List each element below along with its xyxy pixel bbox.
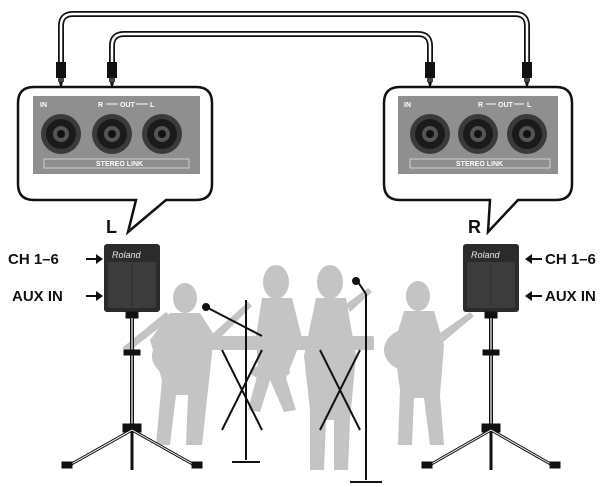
- left-mic-stand: [207, 300, 263, 463]
- right-stand: [421, 311, 561, 470]
- right-callout: IN R OUT L STEREO LINK: [382, 85, 574, 236]
- left-guitarist: [122, 283, 252, 445]
- left-panel-in-label: IN: [40, 102, 47, 109]
- band-silhouettes: [122, 265, 474, 470]
- left-side-label: L: [106, 217, 117, 237]
- right-aux-arrow-icon: [525, 291, 542, 301]
- left-speaker-logo: Roland: [112, 250, 142, 260]
- right-speaker-unit: R Roland CH 1–6 AUX IN: [421, 217, 596, 470]
- mic-stands: [202, 277, 382, 483]
- inner-cable: [109, 31, 433, 68]
- right-side-label: R: [468, 217, 481, 237]
- keyboardist: [248, 265, 302, 412]
- left-input-aux-label: AUX IN: [12, 288, 63, 305]
- right-guitarist: [384, 281, 474, 445]
- right-panel-stereo-link: STEREO LINK: [456, 161, 503, 168]
- right-speaker-logo: Roland: [471, 250, 501, 260]
- right-panel-r-label: R: [478, 102, 483, 109]
- left-speaker-unit: L Roland CH 1–6 AUX IN: [8, 217, 203, 470]
- left-jack-out-l: [142, 114, 182, 154]
- right-speaker: Roland: [463, 244, 519, 312]
- right-panel-l-label: L: [527, 102, 532, 109]
- link-cables-inner: [59, 12, 529, 68]
- right-mic-stand: [350, 281, 382, 483]
- right-panel-out-label: OUT: [498, 102, 514, 109]
- left-jack-in: [41, 114, 81, 154]
- left-callout: IN R OUT L STEREO LINK: [16, 85, 214, 236]
- left-input-ch-label: CH 1–6: [8, 251, 59, 268]
- right-jack-out-r: [458, 114, 498, 154]
- outer-cable: [58, 11, 530, 68]
- left-panel-l-label: L: [150, 102, 155, 109]
- left-aux-arrow-icon: [86, 291, 103, 301]
- left-panel-stereo-link: STEREO LINK: [96, 161, 143, 168]
- right-ch-arrow-icon: [525, 254, 542, 264]
- keyboard-stand: [221, 349, 361, 431]
- left-jack-out-r: [92, 114, 132, 154]
- right-panel-in-label: IN: [404, 102, 411, 109]
- cable-plugs: [56, 62, 532, 90]
- left-panel-r-label: R: [98, 102, 103, 109]
- left-stand: [61, 311, 203, 470]
- right-input-aux-label: AUX IN: [545, 288, 596, 305]
- right-input-ch-label: CH 1–6: [545, 251, 596, 268]
- left-ch-arrow-icon: [86, 254, 103, 264]
- left-panel-out-label: OUT: [120, 102, 136, 109]
- link-cables: [58, 11, 530, 68]
- singer: [304, 265, 372, 470]
- right-jack-in: [410, 114, 450, 154]
- left-speaker: Roland: [104, 244, 160, 312]
- right-jack-out-l: [507, 114, 547, 154]
